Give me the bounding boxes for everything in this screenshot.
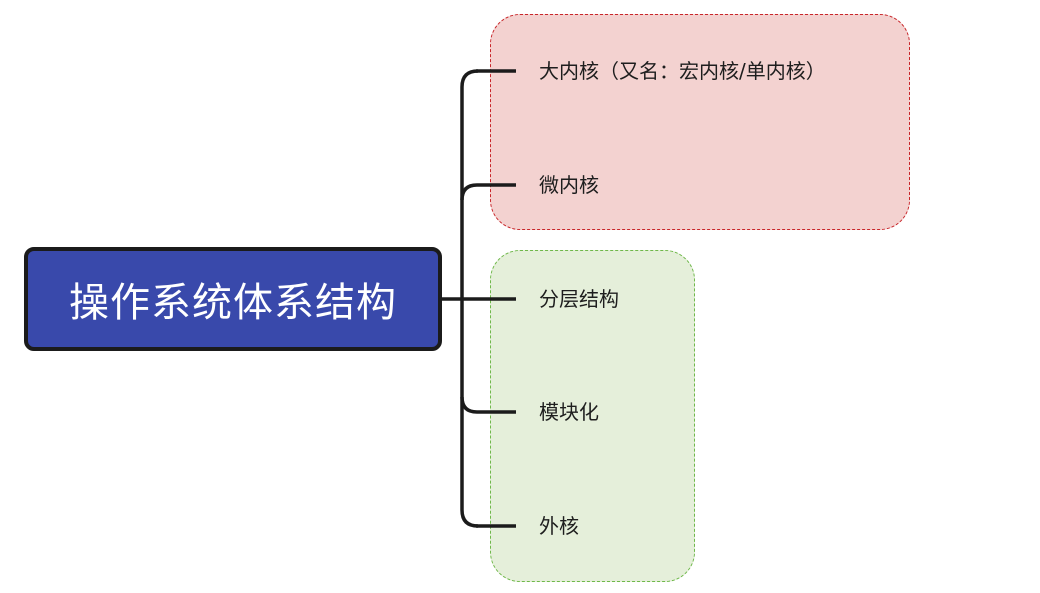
group-box-structure-types bbox=[490, 250, 695, 582]
branch-node-layered-structure: 分层结构 bbox=[539, 287, 619, 311]
root-node: 操作系统体系结构 bbox=[24, 247, 442, 351]
branch-node-exokernel: 外核 bbox=[539, 514, 579, 538]
branch-node-modular: 模块化 bbox=[539, 400, 599, 424]
connector-branch-4 bbox=[460, 396, 516, 414]
root-node-label: 操作系统体系结构 bbox=[69, 280, 397, 326]
branch-node-monolithic-kernel: 大内核（又名：宏内核/单内核） bbox=[539, 59, 826, 83]
connector-branch-2 bbox=[460, 183, 516, 201]
branch-node-microkernel: 微内核 bbox=[539, 173, 599, 197]
group-box-kernel-types bbox=[490, 14, 910, 230]
